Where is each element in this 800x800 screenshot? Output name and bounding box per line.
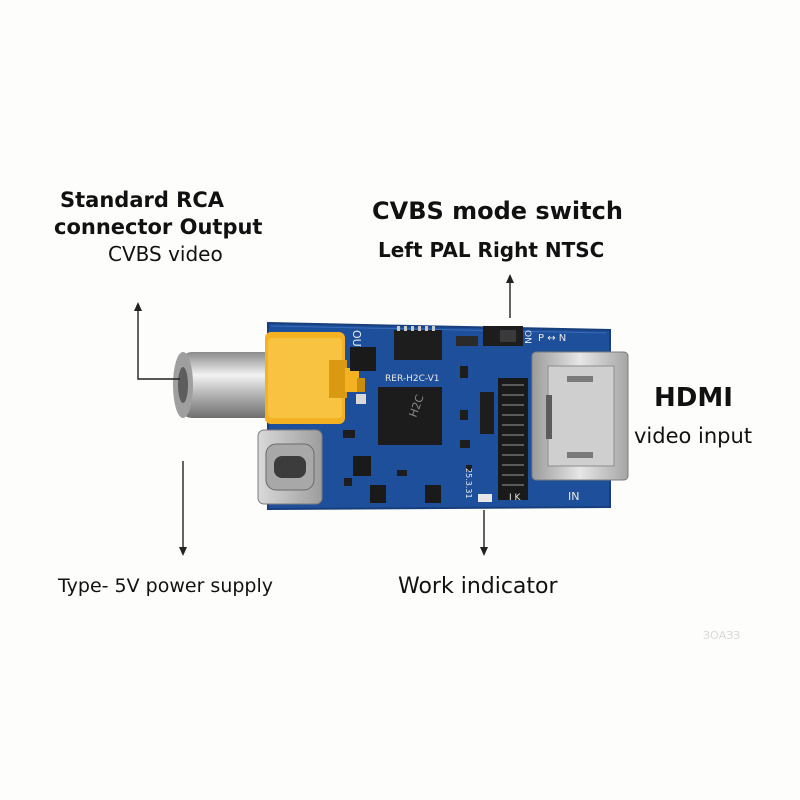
- ffc-connector: [498, 378, 528, 500]
- ik-text: I K: [509, 493, 522, 503]
- rca-caption-line1: Standard RCA: [60, 188, 225, 212]
- in-text: IN: [568, 490, 579, 503]
- switch-pn-text: P ↔ N: [538, 333, 566, 344]
- arrow-down-power: [179, 547, 187, 556]
- indicator-caption: Work indicator: [398, 574, 558, 599]
- smd-components: [343, 336, 494, 503]
- date-text: 25.3.31: [464, 468, 473, 499]
- work-led: [478, 494, 492, 502]
- power-caption: Type- 5V power supply: [58, 575, 274, 597]
- switch-caption-line1: CVBS mode switch: [372, 197, 623, 225]
- arrow-up-switch: [506, 274, 514, 283]
- board-model-text: RER-H2C-V1: [385, 374, 439, 384]
- arrow-down-led: [480, 547, 488, 556]
- rca-caption-line3: CVBS video: [108, 242, 223, 266]
- switch-on-text: ON: [522, 330, 532, 344]
- main-chip: [378, 387, 442, 445]
- arrow-up-rca: [134, 302, 142, 311]
- rca-caption-line2: connector Output: [54, 215, 263, 239]
- switch-caption-line2: Left PAL Right NTSC: [378, 238, 605, 262]
- hdmi-caption-line1: HDMI: [654, 383, 733, 413]
- watermark: ЗОАЗЗ: [703, 629, 741, 642]
- callout-lines: [137, 281, 511, 552]
- top-ic: [394, 330, 442, 360]
- hdmi-caption-line2: video input: [634, 424, 753, 448]
- rca-barrel: [180, 352, 280, 418]
